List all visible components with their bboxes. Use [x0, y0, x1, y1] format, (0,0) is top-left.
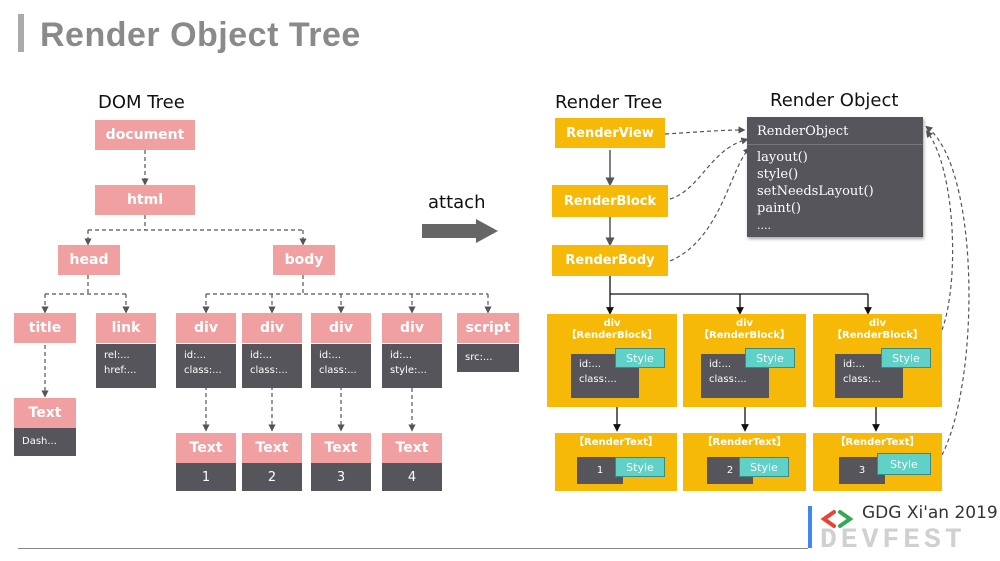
- dom-node-div-3: div: [311, 313, 371, 343]
- render-block-3-title: div 【RenderBlock】: [832, 318, 923, 341]
- dom-node-text-4: Text: [382, 433, 442, 463]
- method-set-needs-layout: setNeedsLayout(): [757, 184, 874, 199]
- text-4-value: 4: [382, 463, 442, 491]
- text-3-value: 3: [311, 463, 371, 491]
- render-object-name: RenderObject: [747, 117, 923, 145]
- render-block-panel-3: div 【RenderBlock】 id:... class:... Style: [813, 314, 942, 407]
- link-attributes: rel:... href:...: [96, 344, 156, 388]
- dom-node-body: body: [273, 245, 335, 275]
- dom-node-link: link: [96, 313, 156, 343]
- attach-arrow-head: [476, 219, 498, 243]
- render-block-3-style-tag: Style: [881, 348, 931, 368]
- render-block-1-style-tag: Style: [615, 348, 665, 368]
- render-text-panel-3: 【RenderText】 3 Style: [813, 433, 942, 491]
- render-node-block: RenderBlock: [552, 185, 668, 217]
- render-text-2-style-tag: Style: [739, 457, 789, 477]
- render-text-panel-2: 【RenderText】 2 Style: [683, 433, 806, 491]
- gdg-label: GDG Xi'an 2019: [862, 503, 998, 523]
- text-2-value: 2: [242, 463, 302, 491]
- render-text-3-title: 【RenderText】: [835, 437, 920, 448]
- method-style: style(): [757, 167, 799, 182]
- footer-divider: [18, 548, 808, 549]
- render-text-panel-1: 【RenderText】 1 Style: [555, 433, 677, 491]
- attach-arrow: [422, 224, 476, 238]
- render-text-1-style-tag: Style: [615, 457, 665, 477]
- render-text-1-title: 【RenderText】: [574, 437, 658, 448]
- render-node-view: RenderView: [555, 118, 665, 148]
- dom-node-div-1: div: [176, 313, 236, 343]
- page-title: Render Object Tree: [40, 16, 361, 54]
- render-text-3-style-tag: Style: [877, 453, 931, 475]
- render-tree-label: Render Tree: [555, 92, 663, 113]
- render-block-2-style-tag: Style: [745, 348, 795, 368]
- div-3-attributes: id:... class:...: [311, 344, 371, 388]
- script-attributes: src:...: [457, 344, 519, 372]
- dom-node-text-1: Text: [176, 433, 236, 463]
- dom-node-div-4: div: [382, 313, 442, 343]
- render-object-methods: layout() style() setNeedsLayout() paint(…: [747, 145, 923, 238]
- dom-node-script: script: [457, 313, 519, 343]
- render-block-1-title: div 【RenderBlock】: [566, 318, 658, 341]
- dom-node-document: document: [95, 120, 195, 150]
- dom-node-html: html: [95, 185, 195, 215]
- render-node-body: RenderBody: [552, 245, 668, 276]
- method-layout: layout(): [757, 150, 808, 165]
- method-paint: paint(): [757, 201, 801, 216]
- title-accent-bar: [18, 14, 24, 52]
- render-object-label: Render Object: [770, 90, 899, 111]
- dom-node-text-3: Text: [311, 433, 371, 463]
- dom-node-title-text: Text: [14, 398, 76, 428]
- dom-node-div-2: div: [242, 313, 302, 343]
- render-block-2-title: div 【RenderBlock】: [699, 318, 790, 341]
- dom-node-text-2: Text: [242, 433, 302, 463]
- dom-tree-label: DOM Tree: [98, 92, 185, 113]
- text-1-value: 1: [176, 463, 236, 491]
- dom-node-head: head: [58, 245, 120, 275]
- gdg-logo-icon: [808, 506, 854, 548]
- render-block-panel-2: div 【RenderBlock】 id:... class:... Style: [683, 314, 806, 407]
- render-block-panel-1: div 【RenderBlock】 id:... class:... Style: [547, 314, 677, 407]
- title-text-value: Dash...: [14, 428, 76, 456]
- devfest-logo: DEVFEST: [820, 525, 966, 556]
- attach-label: attach: [428, 192, 486, 213]
- dom-node-title: title: [14, 313, 76, 343]
- div-1-attributes: id:... class:...: [176, 344, 236, 388]
- method-ellipsis: ....: [757, 219, 771, 232]
- div-2-attributes: id:... class:...: [242, 344, 302, 388]
- div-4-attributes: id:... style:...: [382, 344, 442, 388]
- render-text-2-title: 【RenderText】: [702, 437, 787, 448]
- render-object-box: RenderObject layout() style() setNeedsLa…: [747, 117, 923, 237]
